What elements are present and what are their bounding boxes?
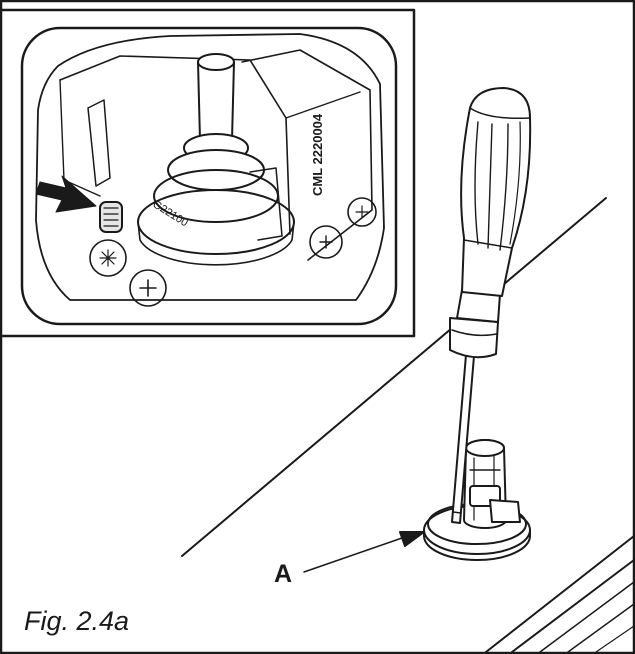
inset-detail bbox=[20, 26, 398, 326]
screwdriver-icon bbox=[449, 87, 532, 524]
inset-frame bbox=[0, 8, 416, 338]
figure-caption: Fig. 2.4a bbox=[24, 606, 130, 636]
callout-label-a: A bbox=[274, 560, 293, 588]
inset-part-marking: CML 2220004 bbox=[310, 113, 325, 196]
screw-bosses bbox=[89, 197, 377, 307]
inset-ring-marking: G22100 bbox=[150, 198, 190, 229]
valve-spindle bbox=[463, 439, 521, 529]
work-surface bbox=[181, 197, 635, 653]
pointer-arrow-icon bbox=[35, 175, 97, 213]
adjustment-screw bbox=[99, 201, 123, 233]
callout-leader bbox=[303, 531, 425, 573]
